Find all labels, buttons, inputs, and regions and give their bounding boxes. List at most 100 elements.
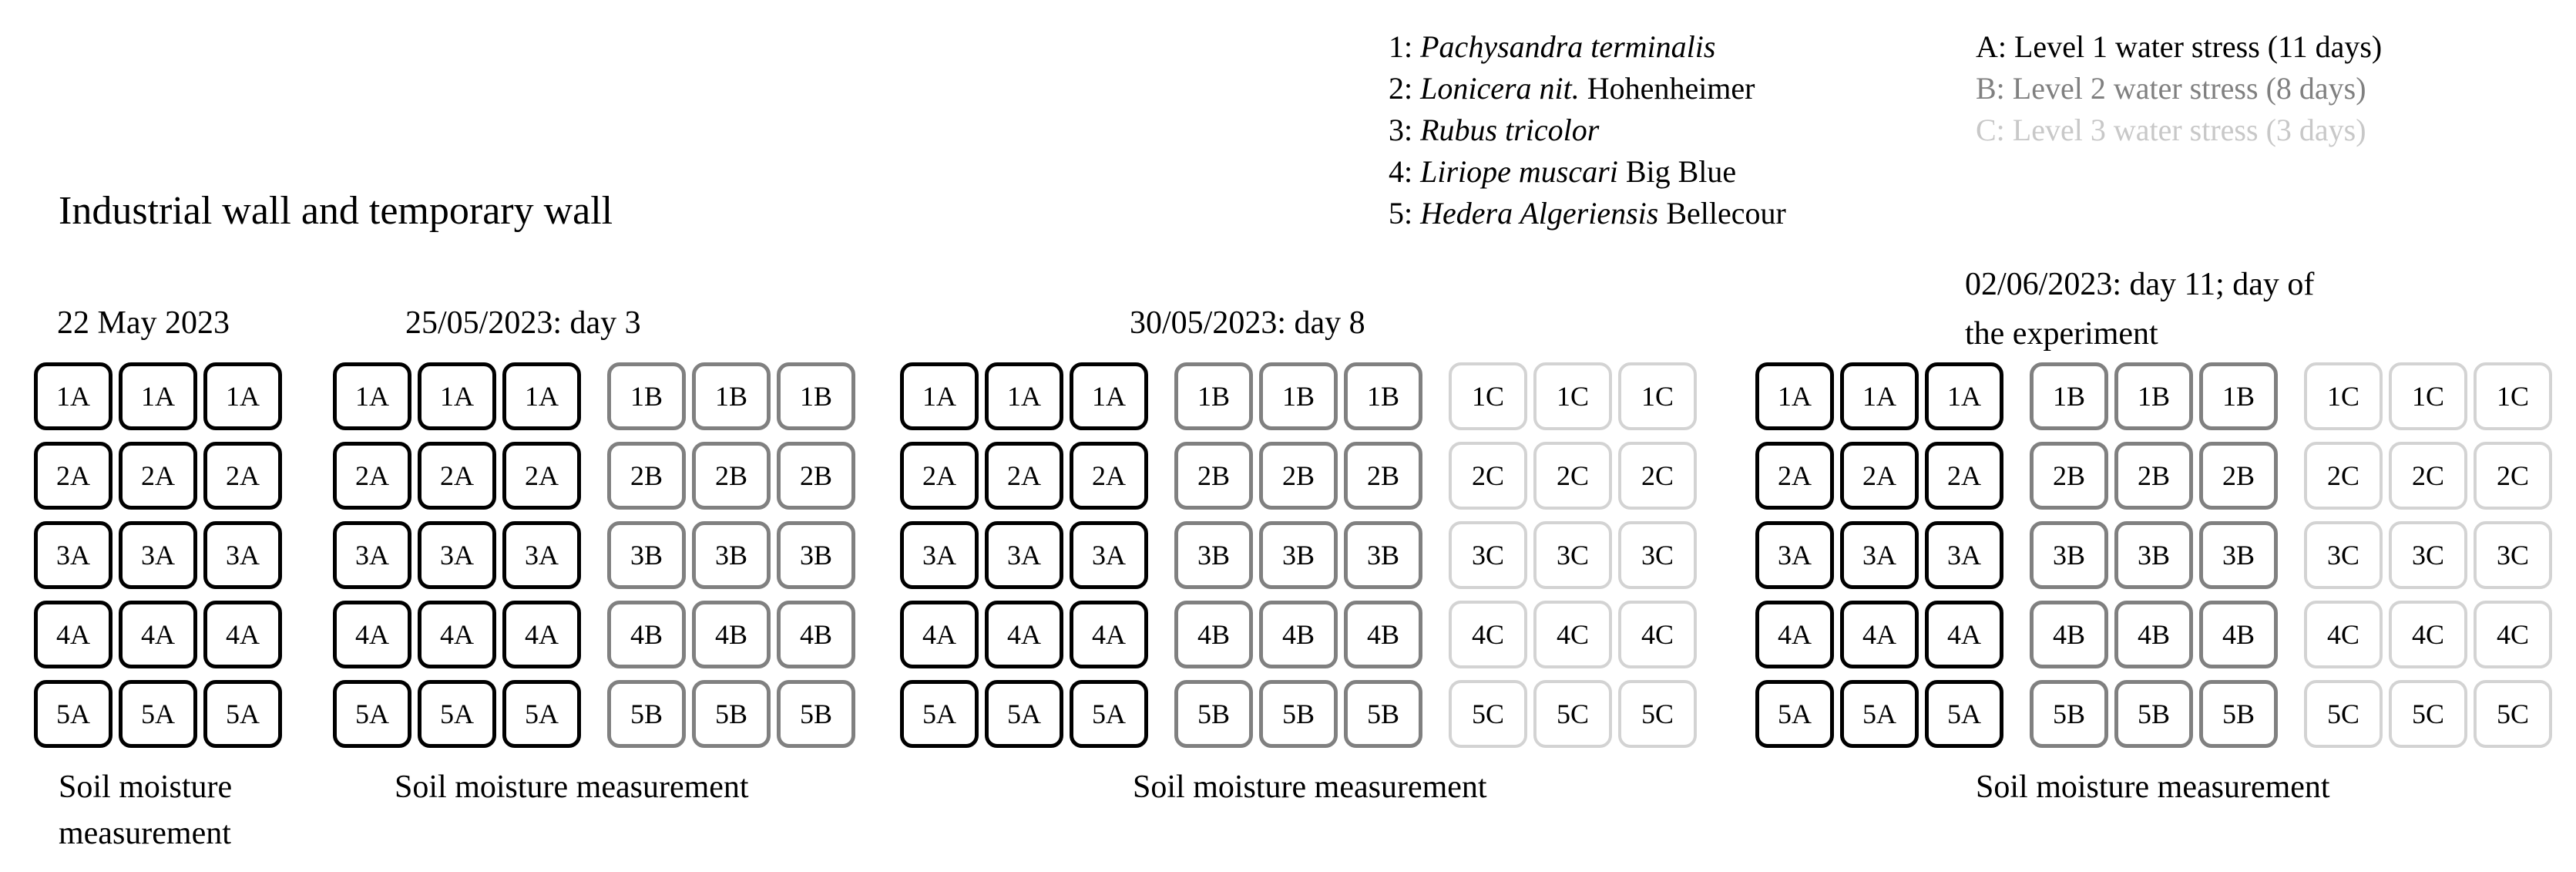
plant-pot-5A: 5A <box>900 680 979 748</box>
plant-pot-2C: 2C <box>1533 442 1612 510</box>
diagram-title: Industrial wall and temporary wall <box>59 189 613 233</box>
plant-pot-4A: 4A <box>333 601 411 668</box>
plant-pot-1B: 1B <box>1174 362 1253 430</box>
plant-pot-4C: 4C <box>2389 601 2467 668</box>
plant-pot-1A: 1A <box>333 362 411 430</box>
plant-pot-2B: 2B <box>1344 442 1422 510</box>
plant-pot-4C: 4C <box>1533 601 1612 668</box>
plant-pot-3C: 3C <box>1449 521 1527 589</box>
plant-pot-4A: 4A <box>502 601 581 668</box>
species-name: Pachysandra terminalis <box>1420 29 1716 64</box>
plant-pot-4A: 4A <box>1925 601 2003 668</box>
plant-pot-3C: 3C <box>1618 521 1697 589</box>
plant-pot-2C: 2C <box>2474 442 2552 510</box>
plant-pot-3A: 3A <box>1840 521 1919 589</box>
stress-legend-item: C: Level 3 water stress (3 days) <box>1976 113 2366 147</box>
panel-caption: Soil moisture measurement <box>1133 769 1487 805</box>
plant-pot-3A: 3A <box>900 521 979 589</box>
plant-pot-4B: 4B <box>1344 601 1422 668</box>
plant-pot-5A: 5A <box>203 680 282 748</box>
plant-pot-5B: 5B <box>2199 680 2278 748</box>
plant-pot-2A: 2A <box>119 442 197 510</box>
plant-pot-2A: 2A <box>1070 442 1148 510</box>
plant-pot-5C: 5C <box>1618 680 1697 748</box>
plant-pot-1A: 1A <box>203 362 282 430</box>
plant-pot-2A: 2A <box>502 442 581 510</box>
plant-pot-5A: 5A <box>1070 680 1148 748</box>
plant-pot-1A: 1A <box>119 362 197 430</box>
plant-pot-5A: 5A <box>985 680 1063 748</box>
species-legend-item: 3: Rubus tricolor <box>1389 109 1599 151</box>
plant-pot-5C: 5C <box>2304 680 2383 748</box>
plant-pot-5C: 5C <box>2474 680 2552 748</box>
panel-date: 02/06/2023: day 11; day of <box>1965 267 2315 302</box>
plant-pot-4A: 4A <box>34 601 113 668</box>
plant-pot-3A: 3A <box>34 521 113 589</box>
plant-pot-3A: 3A <box>502 521 581 589</box>
species-number: 1: <box>1389 29 1421 64</box>
plant-pot-3C: 3C <box>2474 521 2552 589</box>
plant-pot-3B: 3B <box>777 521 855 589</box>
plant-pot-2C: 2C <box>2389 442 2467 510</box>
plant-pot-3B: 3B <box>1344 521 1422 589</box>
plant-pot-1B: 1B <box>1259 362 1338 430</box>
species-legend-item: 1: Pachysandra terminalis <box>1389 26 1715 68</box>
plant-pot-2B: 2B <box>692 442 771 510</box>
plant-pot-4B: 4B <box>777 601 855 668</box>
plant-pot-5C: 5C <box>1449 680 1527 748</box>
plant-pot-5C: 5C <box>1533 680 1612 748</box>
plant-pot-1C: 1C <box>2474 362 2552 430</box>
species-name: Hedera Algeriensis <box>1420 196 1659 231</box>
plant-pot-1B: 1B <box>2030 362 2108 430</box>
species-name: Liriope muscari <box>1420 154 1618 189</box>
species-number: 4: <box>1389 154 1421 189</box>
plant-pot-4C: 4C <box>1449 601 1527 668</box>
species-name: Rubus tricolor <box>1420 113 1600 147</box>
plant-pot-1C: 1C <box>2389 362 2467 430</box>
plant-pot-1B: 1B <box>1344 362 1422 430</box>
plant-pot-3C: 3C <box>2304 521 2383 589</box>
plant-pot-2A: 2A <box>1925 442 2003 510</box>
panel-caption: Soil moisture <box>59 769 233 805</box>
plant-pot-1A: 1A <box>418 362 496 430</box>
plant-pot-3A: 3A <box>418 521 496 589</box>
plant-pot-5A: 5A <box>119 680 197 748</box>
panel-caption-line2: measurement <box>59 816 231 851</box>
plant-pot-2B: 2B <box>2030 442 2108 510</box>
plant-pot-1C: 1C <box>1533 362 1612 430</box>
plant-pot-3A: 3A <box>1925 521 2003 589</box>
plant-pot-2C: 2C <box>2304 442 2383 510</box>
plant-pot-4C: 4C <box>2304 601 2383 668</box>
plant-pot-3B: 3B <box>2114 521 2193 589</box>
species-cultivar: Bellecour <box>1658 196 1786 231</box>
plant-pot-5A: 5A <box>333 680 411 748</box>
plant-pot-1A: 1A <box>1840 362 1919 430</box>
plant-pot-1C: 1C <box>2304 362 2383 430</box>
plant-pot-5A: 5A <box>1755 680 1834 748</box>
plant-pot-5B: 5B <box>1344 680 1422 748</box>
plant-pot-4B: 4B <box>1174 601 1253 668</box>
plant-pot-4B: 4B <box>607 601 686 668</box>
species-legend-item: 5: Hedera Algeriensis Bellecour <box>1389 193 1786 234</box>
species-name: Lonicera nit. <box>1420 71 1580 106</box>
plant-pot-2A: 2A <box>333 442 411 510</box>
plant-pot-1A: 1A <box>502 362 581 430</box>
species-cultivar: Big Blue <box>1617 154 1737 189</box>
plant-pot-3B: 3B <box>1259 521 1338 589</box>
species-legend-item: 4: Liriope muscari Big Blue <box>1389 151 1736 193</box>
plant-pot-4A: 4A <box>1070 601 1148 668</box>
plant-pot-1B: 1B <box>2199 362 2278 430</box>
plant-pot-2B: 2B <box>777 442 855 510</box>
plant-pot-2A: 2A <box>1755 442 1834 510</box>
plant-pot-5B: 5B <box>1259 680 1338 748</box>
panel-date: 25/05/2023: day 3 <box>405 305 641 341</box>
plant-pot-4A: 4A <box>203 601 282 668</box>
plant-pot-1A: 1A <box>1925 362 2003 430</box>
plant-pot-2C: 2C <box>1449 442 1527 510</box>
plant-pot-1B: 1B <box>692 362 771 430</box>
plant-pot-1A: 1A <box>1755 362 1834 430</box>
plant-pot-1B: 1B <box>777 362 855 430</box>
plant-pot-3A: 3A <box>203 521 282 589</box>
plant-pot-4A: 4A <box>1840 601 1919 668</box>
plant-pot-3C: 3C <box>2389 521 2467 589</box>
